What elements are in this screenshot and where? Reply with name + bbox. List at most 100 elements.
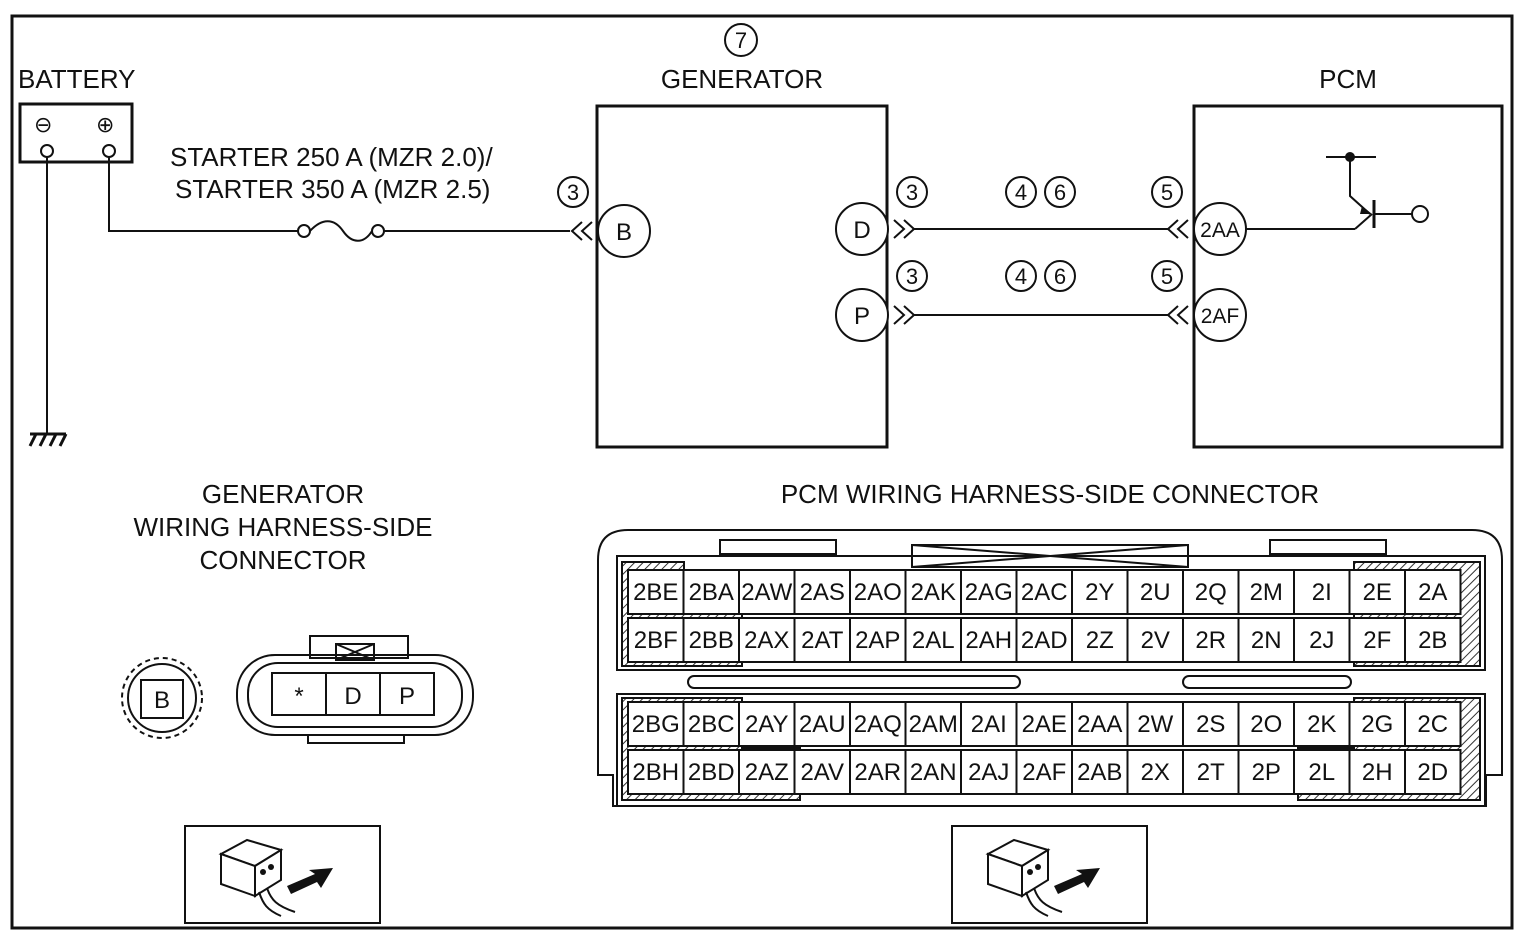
pcm-terminal-2aa: 2AA (1193, 202, 1247, 256)
pcm-pin-label: 2X (1141, 759, 1170, 786)
generator-ref: 7 (735, 28, 747, 53)
pcm-pin-label: 2BE (633, 579, 678, 606)
pcm-pin-label: 2O (1250, 711, 1282, 738)
svg-text:5: 5 (1161, 264, 1173, 289)
pcm-pin-label: 2BB (689, 627, 734, 654)
pcm-pin-cell (1404, 569, 1462, 615)
pcm-pin-label: 2BF (634, 627, 678, 654)
pcm-pin-cell (682, 749, 740, 795)
pcm-pin-label: 2AT (801, 627, 844, 654)
pcm-pin-label: 2AV (800, 759, 844, 786)
connector-probe-icon (951, 825, 1148, 924)
pcm-pin-label: 2R (1195, 627, 1226, 654)
pcm-pin-label: 2BD (688, 759, 735, 786)
connector-ref-b: 3 (557, 176, 593, 241)
pcm-pin-label: 2BH (632, 759, 679, 786)
pcm-internal-switch-icon (1246, 152, 1429, 230)
fuse-label-line1: STARTER 250 A (MZR 2.0)/ (170, 142, 493, 172)
pcm-pin-cell (1293, 701, 1351, 747)
pcm-pin-label: 2AF (1022, 759, 1066, 786)
pcm-pin-label: 2AO (854, 579, 902, 606)
battery-positive-icon: ⊕ (96, 112, 114, 137)
pcm-pin-cell (1015, 569, 1073, 615)
pcm-pin-label: 2AH (965, 627, 1012, 654)
pcm-pin-label: 2C (1417, 711, 1448, 738)
pcm-pin-label: 2E (1363, 579, 1392, 606)
pcm-pin-cell (1404, 749, 1462, 795)
wire-p-to-2af: 3 4 6 5 (893, 260, 1189, 325)
pcm-pin-label: 2AE (1022, 711, 1067, 738)
svg-text:4: 4 (1015, 264, 1027, 289)
pcm-pin-label: 2AM (909, 711, 958, 738)
pcm-pin-label: 2J (1309, 627, 1334, 654)
pcm-pin-cell (682, 617, 740, 663)
pcm-pin-cell (904, 569, 962, 615)
svg-text:6: 6 (1054, 264, 1066, 289)
pcm-pin-label: 2AQ (854, 711, 902, 738)
pcm-pin-cell (1182, 701, 1240, 747)
pcm-pin-label: 2B (1418, 627, 1447, 654)
pcm-pin-cell (904, 617, 962, 663)
pcm-pin-cell (1237, 701, 1295, 747)
fuse-label-line2: STARTER 350 A (MZR 2.5) (175, 174, 490, 204)
pcm-pin-cell (1015, 701, 1073, 747)
pcm-pin-label: 2G (1361, 711, 1393, 738)
battery-negative-icon: ⊖ (34, 112, 52, 137)
pcm-pin-cell (960, 569, 1018, 615)
pcm-pin-label: 2BG (632, 711, 680, 738)
svg-text:P: P (854, 303, 870, 330)
svg-text:2AF: 2AF (1201, 305, 1240, 328)
gen-conn-pin-1: * (294, 683, 303, 710)
pcm-pin-label: 2AD (1021, 627, 1068, 654)
pcm-pin-label: 2N (1251, 627, 1282, 654)
pcm-pin-label: 2AI (971, 711, 1007, 738)
pcm-pin-label: 2AG (965, 579, 1013, 606)
svg-text:6: 6 (1054, 180, 1066, 205)
battery-label: BATTERY (18, 64, 136, 94)
pcm-pin-cell (1126, 617, 1184, 663)
svg-text:B: B (616, 219, 632, 246)
pcm-pin-label: 2AK (911, 579, 956, 606)
gen-conn-title-line1: GENERATOR (202, 479, 364, 509)
pcm-pin-label: 2T (1197, 759, 1225, 786)
pcm-pin-label: 2Y (1085, 579, 1114, 606)
pcm-pin-cell (1237, 617, 1295, 663)
gen-conn-b-pin: B (154, 687, 170, 714)
svg-text:3: 3 (906, 180, 918, 205)
generator-terminal-p: P (835, 288, 889, 342)
pcm-pin-cell (738, 701, 796, 747)
pcm-pin-label: 2AZ (745, 759, 789, 786)
pcm-pin-label: 2AA (1077, 711, 1122, 738)
pcm-pin-label: 2AU (799, 711, 846, 738)
pcm-pin-label: 2AB (1077, 759, 1122, 786)
pcm-pin-label: 2AP (855, 627, 900, 654)
gen-conn-pin-d: D (344, 683, 361, 710)
generator-terminal-b: B (597, 204, 651, 258)
generator: 7 GENERATOR B D P (595, 23, 889, 449)
pcm-pin-cell (1071, 569, 1129, 615)
pcm-pin-cell (738, 749, 796, 795)
connector-probe-icon (184, 825, 381, 924)
pcm-pin-label: 2AN (910, 759, 957, 786)
pcm-pin-label: 2S (1196, 711, 1225, 738)
pcm-pin-label: 2BC (688, 711, 735, 738)
pcm-pin-cell (682, 569, 740, 615)
pcm-pin-cell (1182, 749, 1240, 795)
pcm-pin-label: 2AS (800, 579, 845, 606)
pcm-pin-label: 2V (1141, 627, 1170, 654)
pcm-pin-label: 2A (1418, 579, 1447, 606)
pcm-pin-cell (738, 569, 796, 615)
pcm-pin-cell (849, 749, 907, 795)
battery: BATTERY ⊖ ⊕ (18, 64, 298, 447)
gen-conn-pin-p: P (399, 683, 415, 710)
pcm-pin-cell (1293, 617, 1351, 663)
generator-harness-connector: GENERATOR WIRING HARNESS-SIDE CONNECTOR … (121, 479, 474, 744)
pcm-pin-cell (960, 701, 1018, 747)
pcm-pin-label: 2D (1417, 759, 1448, 786)
pcm-pin-cell (1071, 701, 1129, 747)
pcm-pin-label: 2AL (912, 627, 955, 654)
ground-icon (28, 432, 68, 447)
